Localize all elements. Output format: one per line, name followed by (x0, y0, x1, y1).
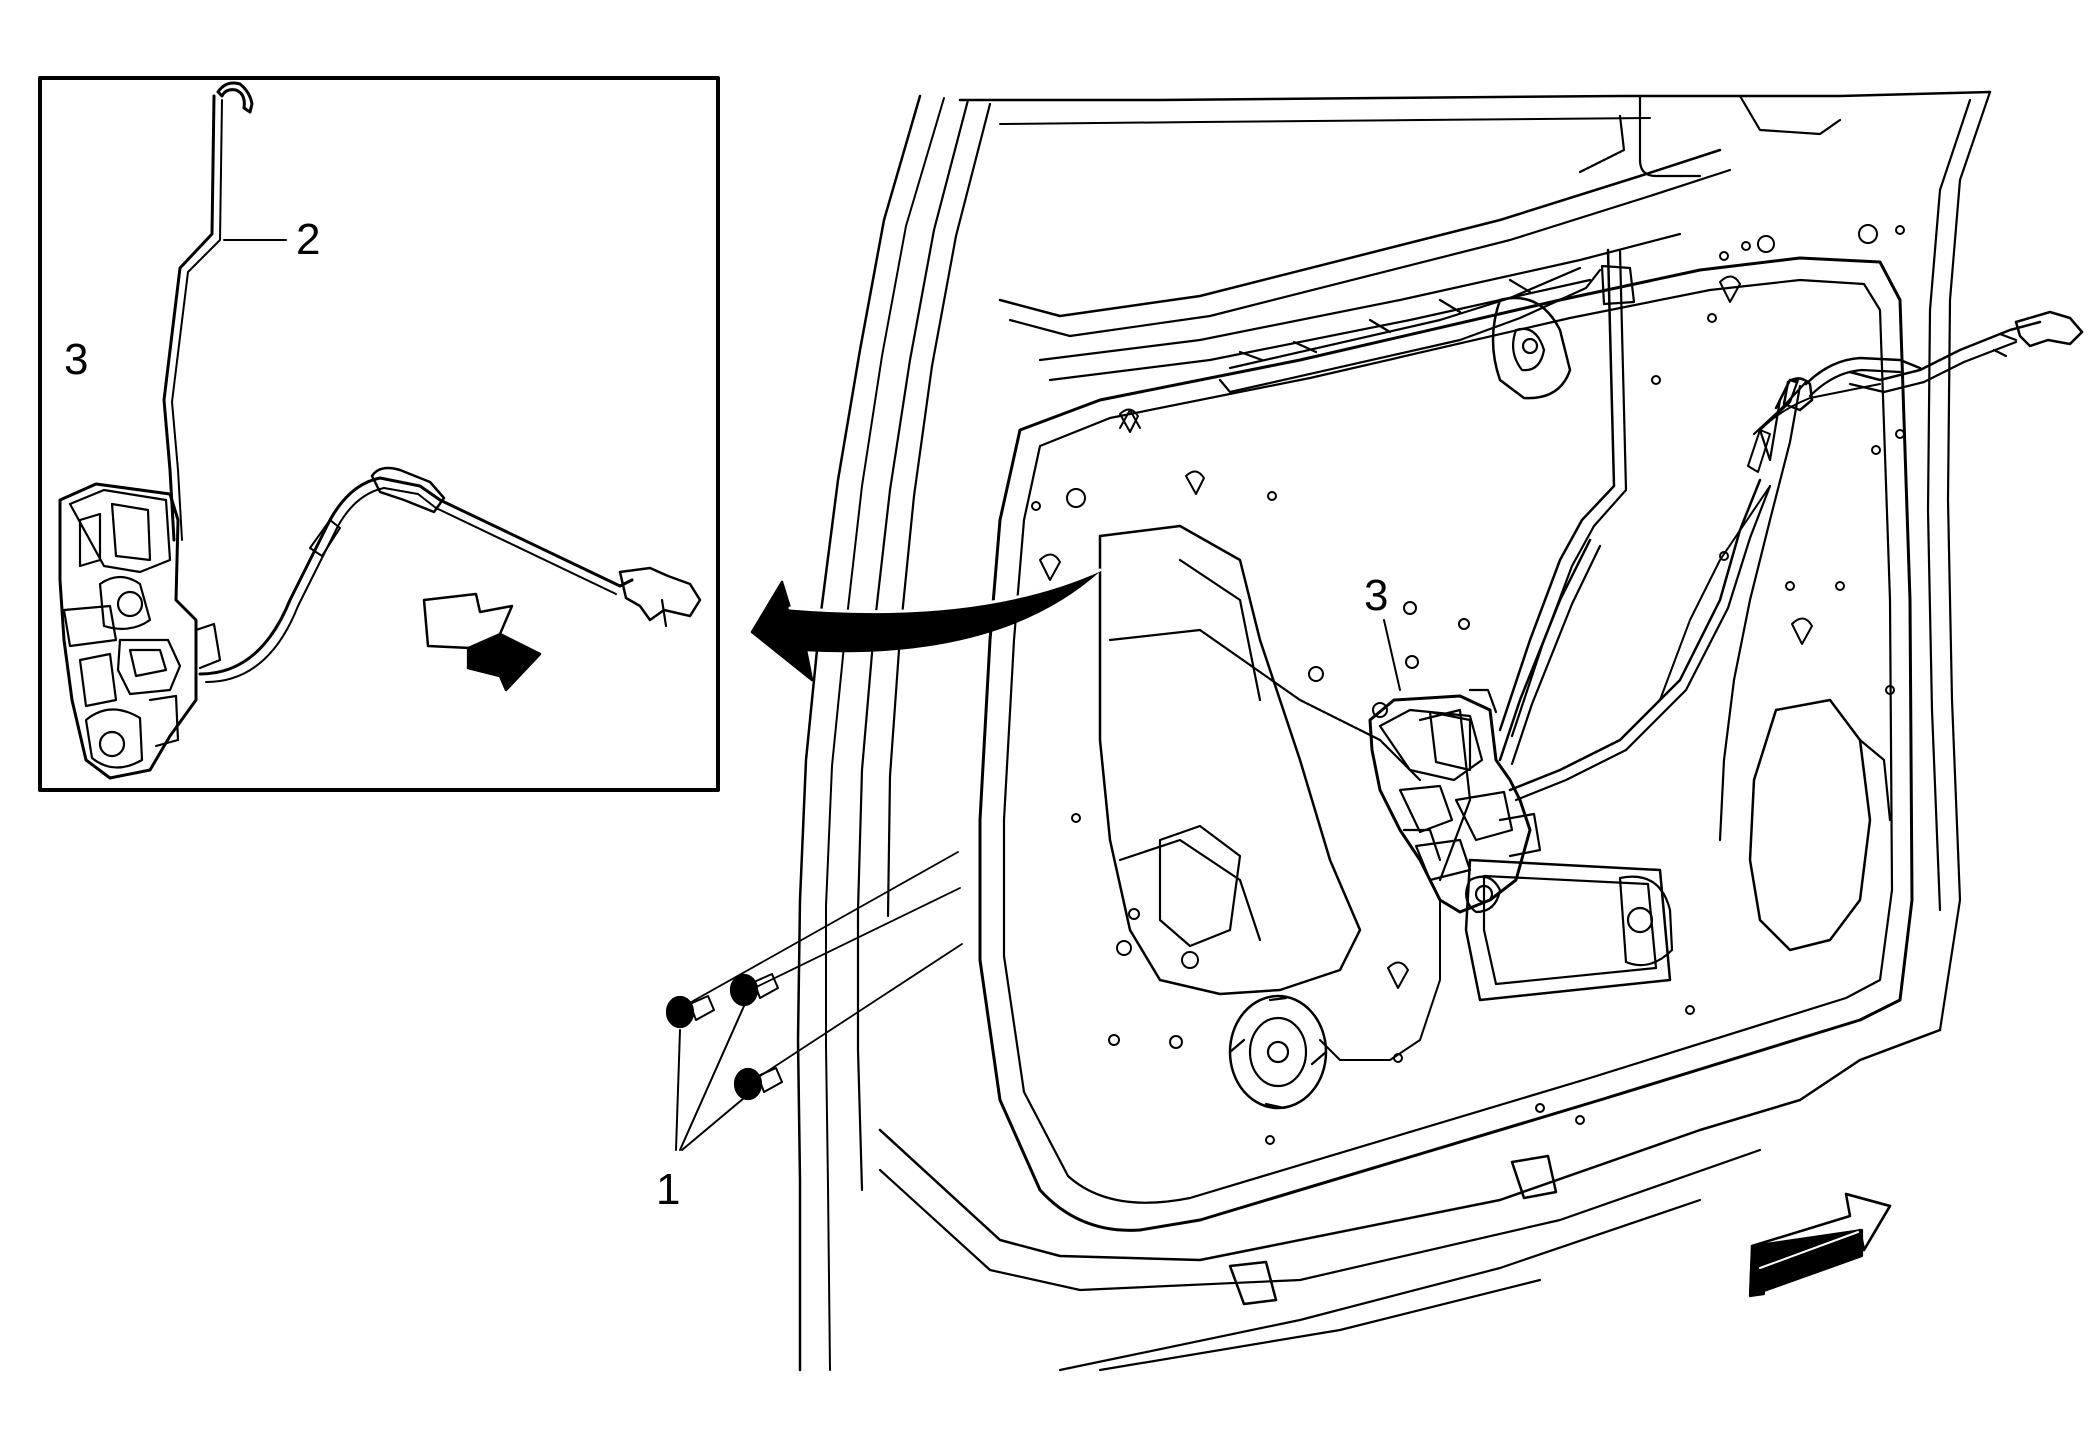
callout-main-1: 1 (656, 1165, 681, 1214)
bolt-1c (733, 1067, 783, 1101)
fastener-bolts (665, 851, 963, 1151)
door-inner-panel (665, 90, 2084, 1372)
inset-direction-arrow (422, 592, 542, 692)
main-latch-assembly (1368, 688, 1542, 914)
main-direction-arrow (1748, 1192, 1892, 1298)
callout-inset-3: 3 (64, 335, 89, 384)
inset-latch-assembly (58, 482, 222, 780)
inset-detail-view (38, 76, 720, 792)
inset-frame (38, 76, 720, 792)
inside-handle-bezel (1464, 858, 1674, 1002)
upper-grommet (1491, 296, 1572, 400)
callout-main-3: 3 (1364, 571, 1389, 620)
callout-inset-2: 2 (296, 215, 321, 264)
keyhole-slots (1039, 275, 1813, 989)
rotation-arrow (750, 568, 1102, 682)
speaker-opening (1228, 994, 1328, 1110)
panel-holes (1031, 224, 1905, 1145)
bolt-1b (729, 973, 779, 1007)
inset-lock-rod (162, 81, 254, 542)
bolt-1a (665, 995, 715, 1029)
main-release-cables (1319, 310, 2084, 1061)
inset-release-cable (198, 466, 702, 683)
leader-main-3 (1383, 619, 1401, 691)
